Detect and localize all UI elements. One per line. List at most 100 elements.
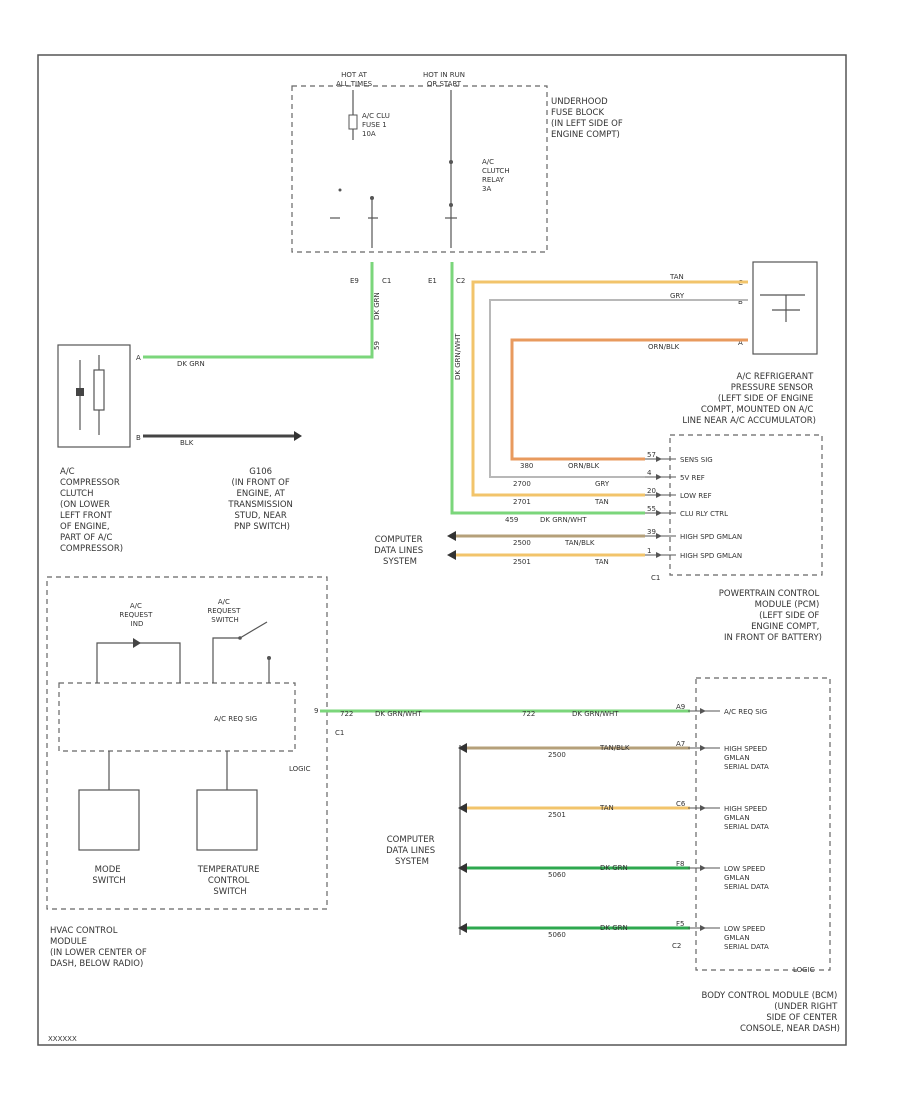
pcm-pin-label: 5V REF	[680, 474, 705, 482]
wire-bcm-ls1: 5060 DK GRN	[458, 863, 690, 879]
svg-text:DK GRN: DK GRN	[600, 924, 628, 932]
bcm-connector-c2: C2	[672, 942, 681, 950]
pcm-pin-number: 4	[647, 469, 652, 477]
refrigerant-pressure-sensor: C B A A/C REFRIGERANT PRESSURE SENSOR (L…	[682, 261, 818, 426]
wire-bcm-ls2: 5060 DK GRN	[458, 923, 690, 939]
wire-5v-ref: GRY 2700 GRY	[489, 292, 748, 488]
compressor-pin-b: B	[136, 434, 141, 442]
underhood-pin-c1: C1	[382, 277, 391, 285]
svg-text:TAN: TAN	[594, 558, 609, 566]
pcm-pin-number: 39	[647, 528, 656, 536]
svg-text:5060: 5060	[548, 871, 566, 879]
pcm-pin-label: CLU RLY CTRL	[680, 510, 728, 518]
pcm-pin-number: 55	[647, 505, 656, 513]
svg-text:TAN: TAN	[599, 804, 614, 812]
computer-data-lines-label-1: COMPUTER DATA LINES SYSTEM	[374, 535, 426, 567]
compressor-label: A/C COMPRESSOR CLUTCH (ON LOWER LEFT FRO…	[60, 467, 123, 554]
wire-bcm-hs2: 2501 TAN	[458, 803, 690, 819]
pcm-pin-label: HIGH SPD GMLAN	[680, 533, 742, 541]
mode-switch-label: MODE SWITCH	[92, 865, 125, 886]
svg-text:2701: 2701	[513, 498, 531, 506]
compressor-clutch: A B A/C COMPRESSOR CLUTCH (ON LOWER LEFT…	[57, 344, 295, 554]
svg-text:GRY: GRY	[595, 480, 610, 488]
compressor-pin-a: A	[136, 354, 141, 362]
bcm-pin-number: F5	[676, 920, 684, 928]
svg-text:BLK: BLK	[180, 439, 194, 447]
wire-sens-sig: ORN/BLK 380 ORN/BLK	[510, 338, 748, 470]
svg-text:59: 59	[373, 341, 381, 350]
bcm-label: BODY CONTROL MODULE (BCM) (UNDER RIGHT S…	[702, 991, 840, 1034]
temp-switch-label: TEMPERATURE CONTROL SWITCH	[197, 865, 263, 897]
hvac-control-module: A/C REQUEST IND A/C REQUEST SWITCH A/C R…	[46, 576, 344, 969]
pcm-pin-label: LOW REF	[680, 492, 712, 500]
temperature-control-switch	[196, 789, 258, 851]
computer-data-lines-label-2: COMPUTER DATA LINES SYSTEM	[386, 835, 438, 867]
pcm-pin-label: HIGH SPD GMLAN	[680, 552, 742, 560]
svg-text:GRY: GRY	[670, 292, 685, 300]
sensor-pin-a: A	[738, 339, 743, 347]
pcm-label: POWERTRAIN CONTROL MODULE (PCM) (LEFT SI…	[719, 589, 822, 643]
underhood-pin-c2: C2	[456, 277, 465, 285]
svg-text:DK GRN: DK GRN	[600, 864, 628, 872]
svg-text:TAN: TAN	[594, 498, 609, 506]
wire-ac-request: 722 DK GRN/WHT 722 DK GRN/WHT	[320, 709, 690, 718]
diagram-frame	[37, 54, 847, 1046]
svg-text:5060: 5060	[548, 931, 566, 939]
svg-text:DK GRN: DK GRN	[373, 292, 381, 320]
sensor-label: A/C REFRIGERANT PRESSURE SENSOR (LEFT SI…	[682, 372, 816, 426]
hvac-label: HVAC CONTROL MODULE (IN LOWER CENTER OF …	[50, 926, 150, 969]
sensor-pin-b: B	[738, 298, 743, 306]
bcm-pin-label: A/C REQ SIG	[724, 708, 767, 716]
wire-relay-ctrl: DK GRN/WHT 459 DK GRN/WHT	[450, 262, 645, 524]
ground-label: G106 (IN FRONT OF ENGINE, AT TRANSMISSIO…	[227, 467, 295, 532]
ac-clutch-fuse	[348, 114, 358, 130]
hvac-connector: C1	[335, 729, 344, 737]
svg-text:DK GRN/WHT: DK GRN/WHT	[454, 333, 462, 380]
wire-clutch-feed: DK GRN 59 DK GRN	[143, 262, 381, 368]
svg-text:ORN/BLK: ORN/BLK	[568, 462, 600, 470]
ac-req-sig-label: A/C REQ SIG	[214, 715, 257, 723]
wire-pcm-gmlan-lo: 2501 TAN	[447, 550, 645, 566]
svg-text:ORN/BLK: ORN/BLK	[648, 343, 680, 351]
bcm-logic-label: LOGIC	[793, 966, 815, 974]
svg-text:DK GRN/WHT: DK GRN/WHT	[572, 710, 619, 718]
svg-text:459: 459	[505, 516, 518, 524]
svg-text:2501: 2501	[548, 811, 566, 819]
svg-text:722: 722	[340, 710, 353, 718]
wire-ground: BLK	[143, 431, 302, 447]
footer-code: XXXXXX	[48, 1035, 77, 1043]
wire-pcm-gmlan-hi: 2500 TAN/BLK	[447, 531, 645, 547]
pcm-pin-number: 20	[647, 487, 656, 495]
underhood-pin-e9: E9	[350, 277, 359, 285]
wire-bcm-hs1: 2500 TAN/BLK	[458, 743, 690, 759]
svg-text:TAN/BLK: TAN/BLK	[564, 539, 595, 547]
underhood-pin-e1: E1	[428, 277, 437, 285]
svg-text:2500: 2500	[548, 751, 566, 759]
pcm-pin-number: 57	[647, 451, 656, 459]
hvac-pin-9: 9	[314, 707, 318, 715]
ac-request-indicator-label: A/C REQUEST IND	[119, 602, 154, 628]
ac-request-switch-label: A/C REQUEST SWITCH	[207, 598, 242, 624]
svg-text:2700: 2700	[513, 480, 531, 488]
bcm-pin-number: A9	[676, 703, 685, 711]
svg-text:DK GRN/WHT: DK GRN/WHT	[375, 710, 422, 718]
pcm-pin-label: SENS SIG	[680, 456, 713, 464]
bcm-pin-number: F8	[676, 860, 684, 868]
svg-text:TAN/BLK: TAN/BLK	[599, 744, 630, 752]
bcm-data-wires: 2500 TAN/BLK 2501 TAN 5060 DK GRN 5060 DK GRN	[458, 743, 690, 939]
svg-text:TAN: TAN	[669, 273, 684, 281]
